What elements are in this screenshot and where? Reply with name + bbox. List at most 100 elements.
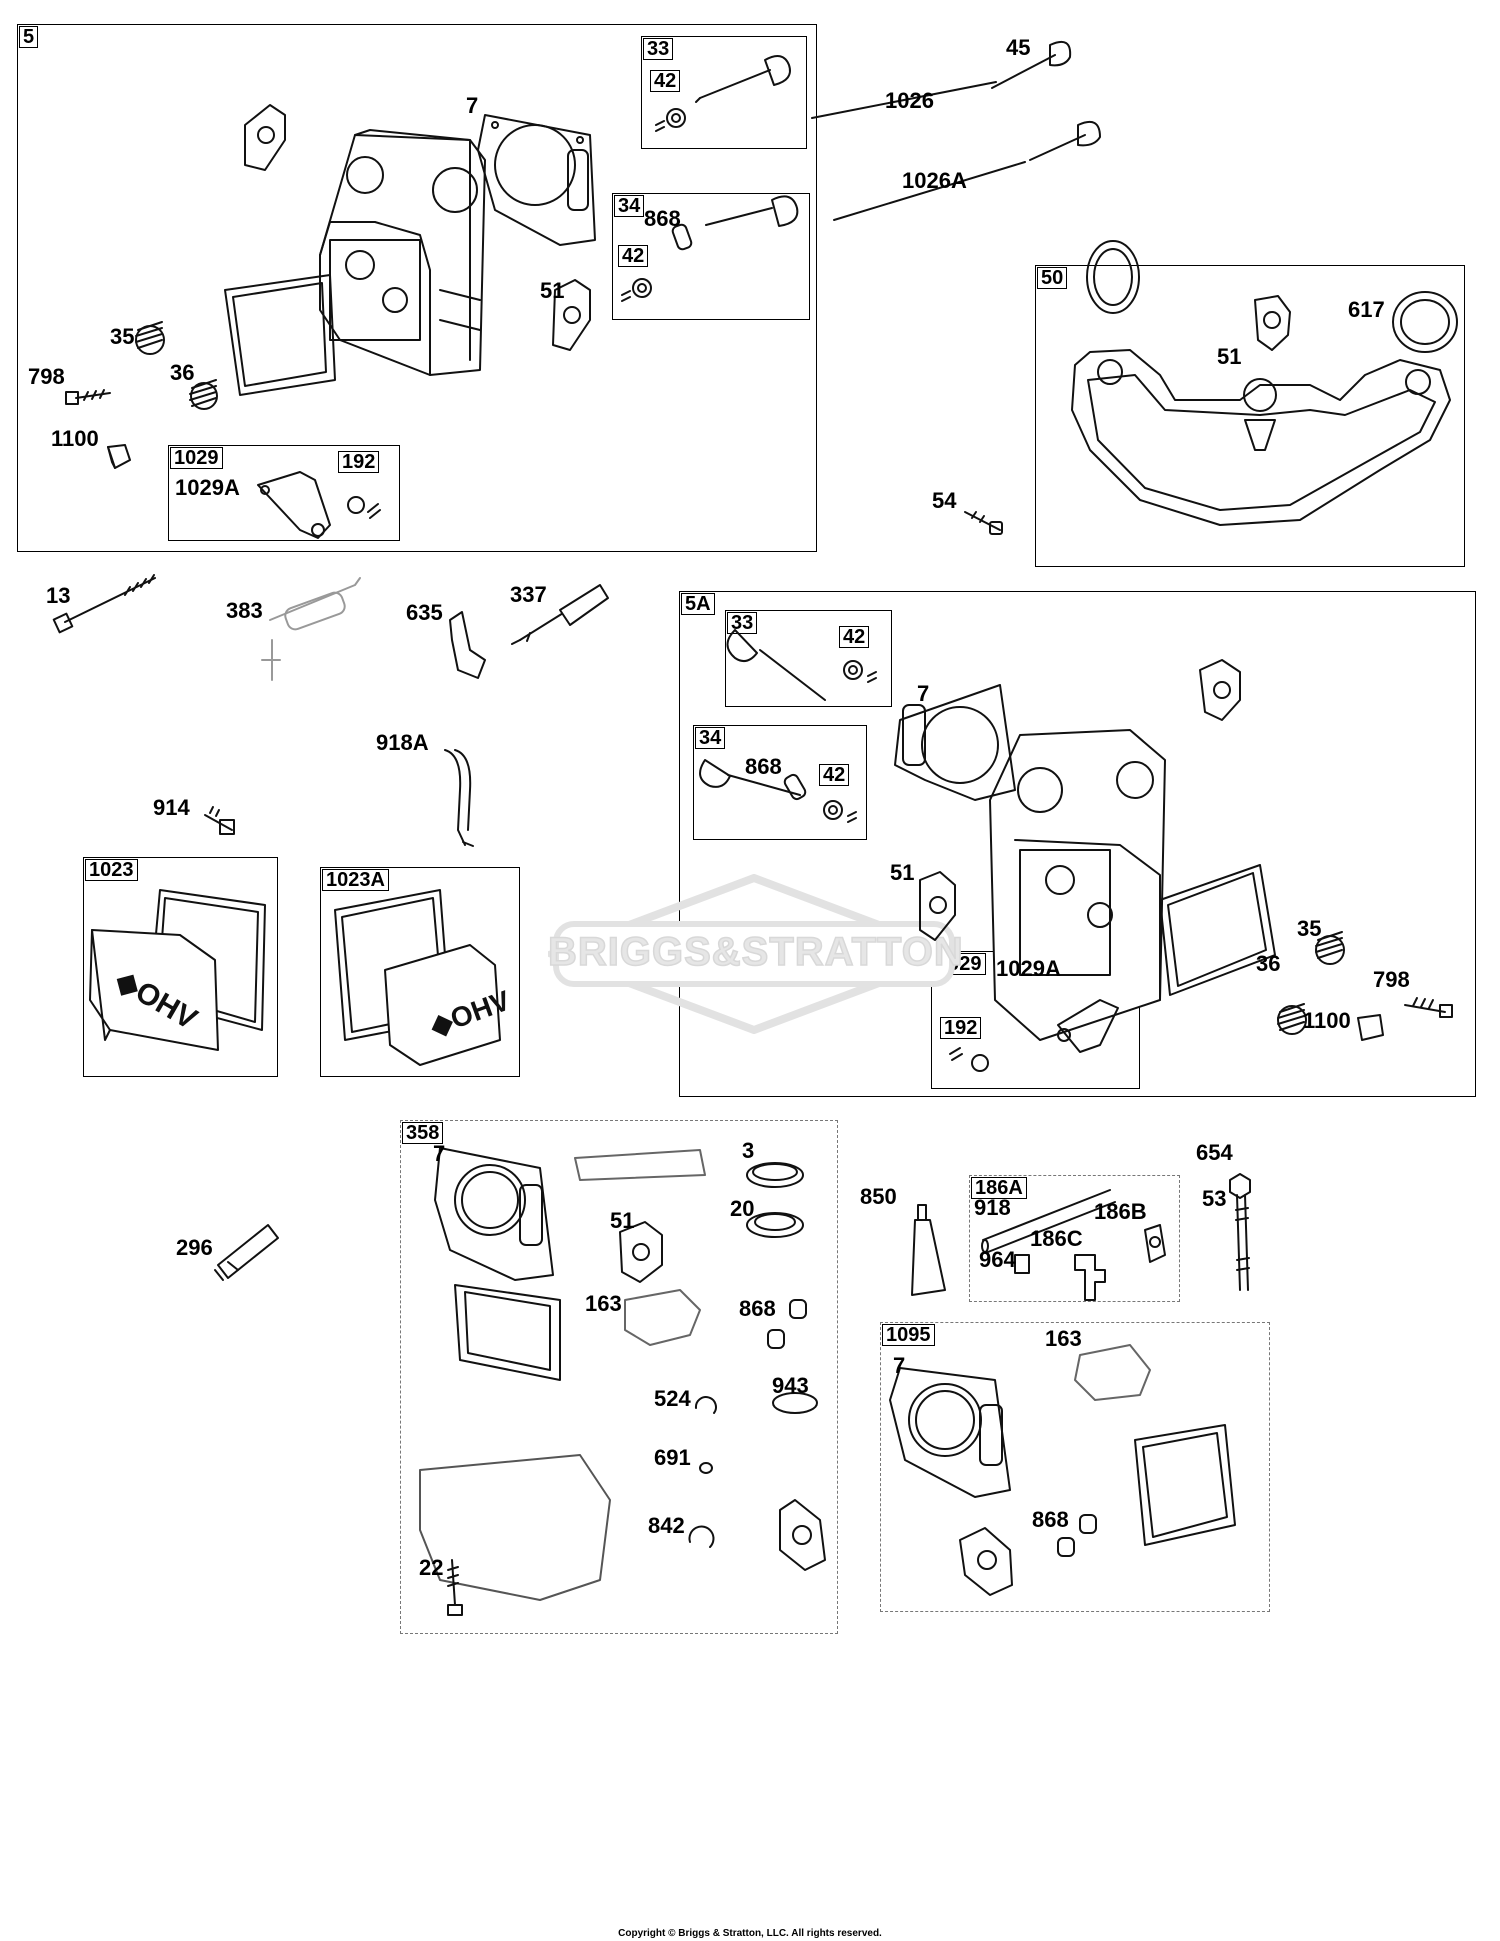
assembly-frame-1023A: 1023A (320, 867, 520, 1077)
gasket-51-manifold (1254, 295, 1291, 351)
cylinder-head-left (319, 129, 486, 376)
callout-53: 53 (1202, 1186, 1227, 1211)
gasket-358-exhaust (779, 1499, 826, 1571)
gasket-163-358 (624, 1289, 701, 1346)
valve-33-right (726, 629, 826, 701)
assembly-frame-358: 358 (400, 1120, 838, 1634)
callout-918A: 918A (376, 730, 429, 755)
callout-20: 20 (730, 1196, 755, 1221)
callout-1100-top: 1100 (51, 426, 99, 451)
callout-943: 943 (772, 1373, 809, 1398)
tube-45-top (991, 54, 1056, 89)
gasket-617 (1392, 291, 1458, 353)
valve-33-top (695, 55, 791, 103)
assembly-tag-42-right-a: 42 (839, 626, 870, 648)
callout-51-right: 51 (890, 860, 915, 885)
assembly-tag-1029-top: 1029 (170, 447, 223, 469)
watermark-text: BRIGGS&STRATTON (547, 929, 964, 975)
nut-654 (1229, 1173, 1251, 1199)
gasket-358-top (574, 1149, 706, 1181)
retainer-42-right-a (843, 660, 877, 683)
crankcase-gasket (419, 1454, 611, 1601)
callout-914: 914 (153, 795, 190, 820)
callout-35-right: 35 (1297, 916, 1322, 941)
assembly-tag-186A: 186A (971, 1177, 1027, 1199)
seal-868-right (783, 773, 807, 801)
assembly-tag-5: 5 (19, 26, 39, 48)
spark-plug-337 (511, 584, 609, 645)
assembly-tag-1095: 1095 (882, 1324, 935, 1346)
assembly-tag-192-top: 192 (338, 451, 380, 473)
retainer-42-right-b (823, 800, 857, 823)
screw-54 (964, 511, 1003, 535)
callout-51-manifold: 51 (1217, 344, 1242, 369)
assembly-frame-186A: 186A (969, 1175, 1180, 1302)
gasket-617-left (1086, 240, 1140, 314)
assembly-frame-5A: 5A (679, 591, 1476, 1097)
callout-654: 654 (1196, 1140, 1233, 1165)
nut-192-left (347, 496, 381, 519)
valve-34-right (699, 759, 801, 796)
part-186C (1074, 1254, 1106, 1301)
callout-337: 337 (510, 582, 547, 607)
valve-cover-gasket-358 (454, 1284, 561, 1381)
callout-22: 22 (419, 1555, 444, 1580)
part-186B (1144, 1224, 1166, 1263)
exhaust-gasket-51-left (552, 279, 591, 351)
pushrod-1026-top (811, 81, 997, 119)
ring-842 (688, 1525, 715, 1548)
callout-798-top: 798 (28, 364, 65, 389)
callout-383: 383 (226, 598, 263, 623)
tube-918A (444, 749, 474, 847)
assembly-frame-1023: 1023 (83, 857, 278, 1077)
callout-1100-right: 1100 (1303, 1008, 1351, 1033)
gasket-163-1095 (1074, 1344, 1151, 1401)
part-296 (214, 1224, 279, 1281)
rocker-arm-1029A-left (257, 471, 331, 539)
bolt-13 (52, 574, 156, 634)
intake-gasket-top-right (1199, 659, 1241, 721)
assembly-frame-34-top (612, 193, 810, 320)
callout-54: 54 (932, 488, 957, 513)
assembly-tag-42-top-a: 42 (650, 70, 681, 92)
head-gasket-right (894, 684, 1016, 801)
oring-943 (772, 1392, 818, 1414)
callout-842: 842 (648, 1513, 685, 1538)
spring-35-left (135, 321, 165, 355)
callout-635: 635 (406, 600, 443, 625)
callout-186B: 186B (1094, 1199, 1147, 1224)
callout-798-right: 798 (1373, 967, 1410, 992)
guide-1100-left (107, 444, 131, 469)
valve-cover-gasket-left (224, 274, 336, 396)
callout-36-right: 36 (1256, 951, 1281, 976)
callout-691: 691 (654, 1445, 691, 1470)
assembly-tag-1023: 1023 (85, 859, 138, 881)
rocker-arm-1029A-right (1057, 999, 1119, 1053)
retainer-42-top-a (655, 108, 686, 132)
spring-35-right (1315, 931, 1345, 965)
assembly-tag-34-right: 34 (695, 727, 726, 749)
assembly-frame-1029-top (168, 445, 400, 541)
callout-7-top: 7 (466, 93, 479, 118)
tube-45-lower (1029, 134, 1086, 161)
assembly-frame-34-right (693, 725, 867, 840)
boot-635 (449, 611, 486, 679)
ring-3 (746, 1162, 804, 1188)
callout-964: 964 (979, 1247, 1016, 1272)
nut-192-right (949, 1047, 989, 1072)
callout-1029A-right: 1029A (996, 956, 1061, 981)
assembly-frame-33-top (641, 36, 807, 149)
exhaust-gasket-51-right (919, 871, 956, 941)
bolt-798-left (65, 389, 111, 405)
callout-1026A: 1026A (902, 168, 967, 193)
head-gasket-left (477, 114, 596, 246)
callout-51-top: 51 (540, 278, 565, 303)
assembly-frame-33-right (725, 610, 892, 707)
callout-36-top: 36 (170, 360, 195, 385)
copyright-footer: Copyright © Briggs & Stratton, LLC. All … (618, 1928, 882, 1939)
callout-3: 3 (742, 1138, 755, 1163)
callout-45: 45 (1006, 35, 1031, 60)
gasket-51-358 (619, 1221, 663, 1283)
assembly-tag-42-right-b: 42 (819, 764, 850, 786)
